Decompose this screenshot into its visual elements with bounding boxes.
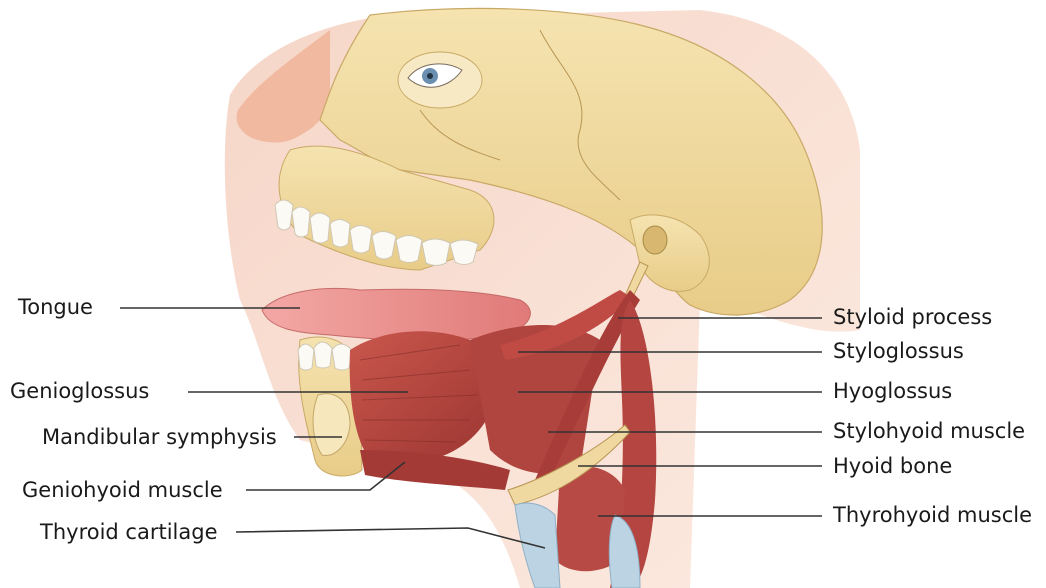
label-styloid-process: Styloid process (833, 305, 992, 329)
label-thyrohyoid-muscle: Thyrohyoid muscle (832, 503, 1032, 527)
lower-teeth (298, 342, 352, 370)
label-thyroid-cartilage: Thyroid cartilage (39, 520, 218, 544)
label-hyoid-bone: Hyoid bone (833, 454, 952, 478)
ear-canal (643, 226, 667, 254)
label-geniohyoid-muscle: Geniohyoid muscle (22, 478, 223, 502)
label-hyoglossus: Hyoglossus (833, 379, 952, 403)
label-styloglossus: Styloglossus (833, 339, 964, 363)
label-genioglossus: Genioglossus (10, 379, 149, 403)
label-stylohyoid-muscle: Stylohyoid muscle (833, 419, 1025, 443)
label-tongue: Tongue (17, 295, 93, 319)
label-mandibular-symphysis: Mandibular symphysis (42, 425, 277, 449)
pupil (427, 73, 433, 79)
